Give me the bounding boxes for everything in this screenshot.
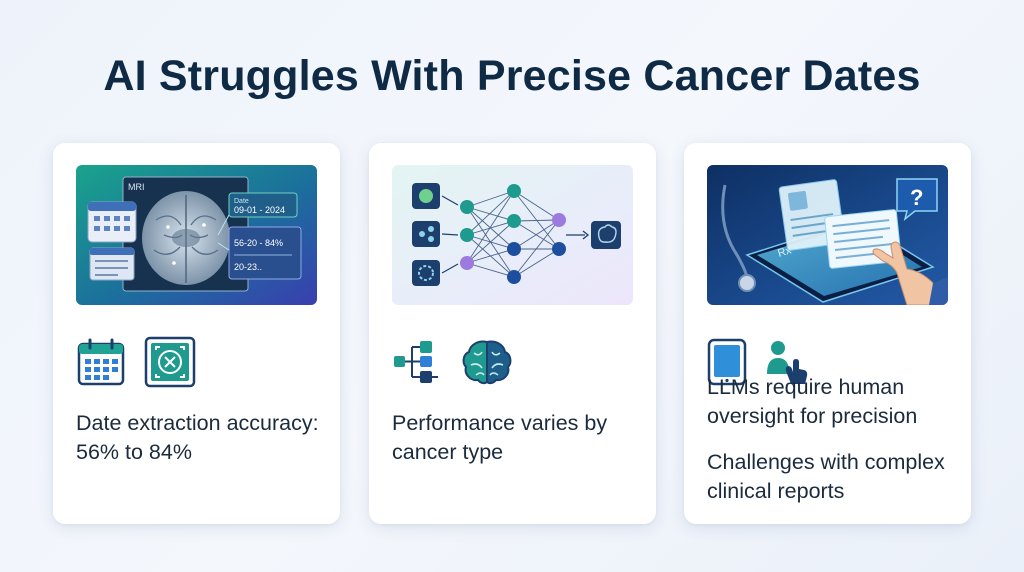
range-value: 56-20 - 84% (234, 238, 283, 248)
card-text: Date extraction accuracy: 56% to 84% (76, 411, 319, 464)
calendar-icon (77, 338, 125, 386)
date-tag-value: 09-01 - 2024 (234, 205, 285, 215)
scan-icon (144, 336, 196, 388)
card-human-oversight: Rx ? LLMs require human oversight for p (684, 143, 971, 524)
card-icons (392, 335, 514, 389)
card-icons (76, 335, 196, 389)
tablet-icon (707, 338, 747, 386)
date-tag-label: Date (234, 198, 249, 205)
card-text: LLMs require human oversight for precisi… (707, 375, 918, 428)
card-date-extraction: MRI Date 09-01 - 2024 56-20 - 84% (53, 143, 340, 524)
flowchart-icon (394, 341, 438, 383)
neural-network-illustration (392, 165, 633, 305)
person-touch-icon (767, 341, 808, 384)
card-performance: Performance varies by cancer type (369, 143, 656, 524)
card-text: Performance varies by cancer type (392, 411, 608, 464)
card-icons (707, 335, 809, 389)
card-text-secondary: Challenges with complex clinical reports (707, 450, 945, 503)
mri-date-illustration: MRI Date 09-01 - 2024 56-20 - 84% (76, 165, 317, 305)
brain-icon (462, 340, 512, 385)
tablet-report-illustration: Rx ? (707, 165, 948, 305)
mri-label: MRI (128, 182, 145, 192)
help-glyph: ? (910, 185, 923, 210)
page-title: AI Struggles With Precise Cancer Dates (103, 52, 921, 100)
partial-value: 20-23.. (234, 262, 262, 272)
